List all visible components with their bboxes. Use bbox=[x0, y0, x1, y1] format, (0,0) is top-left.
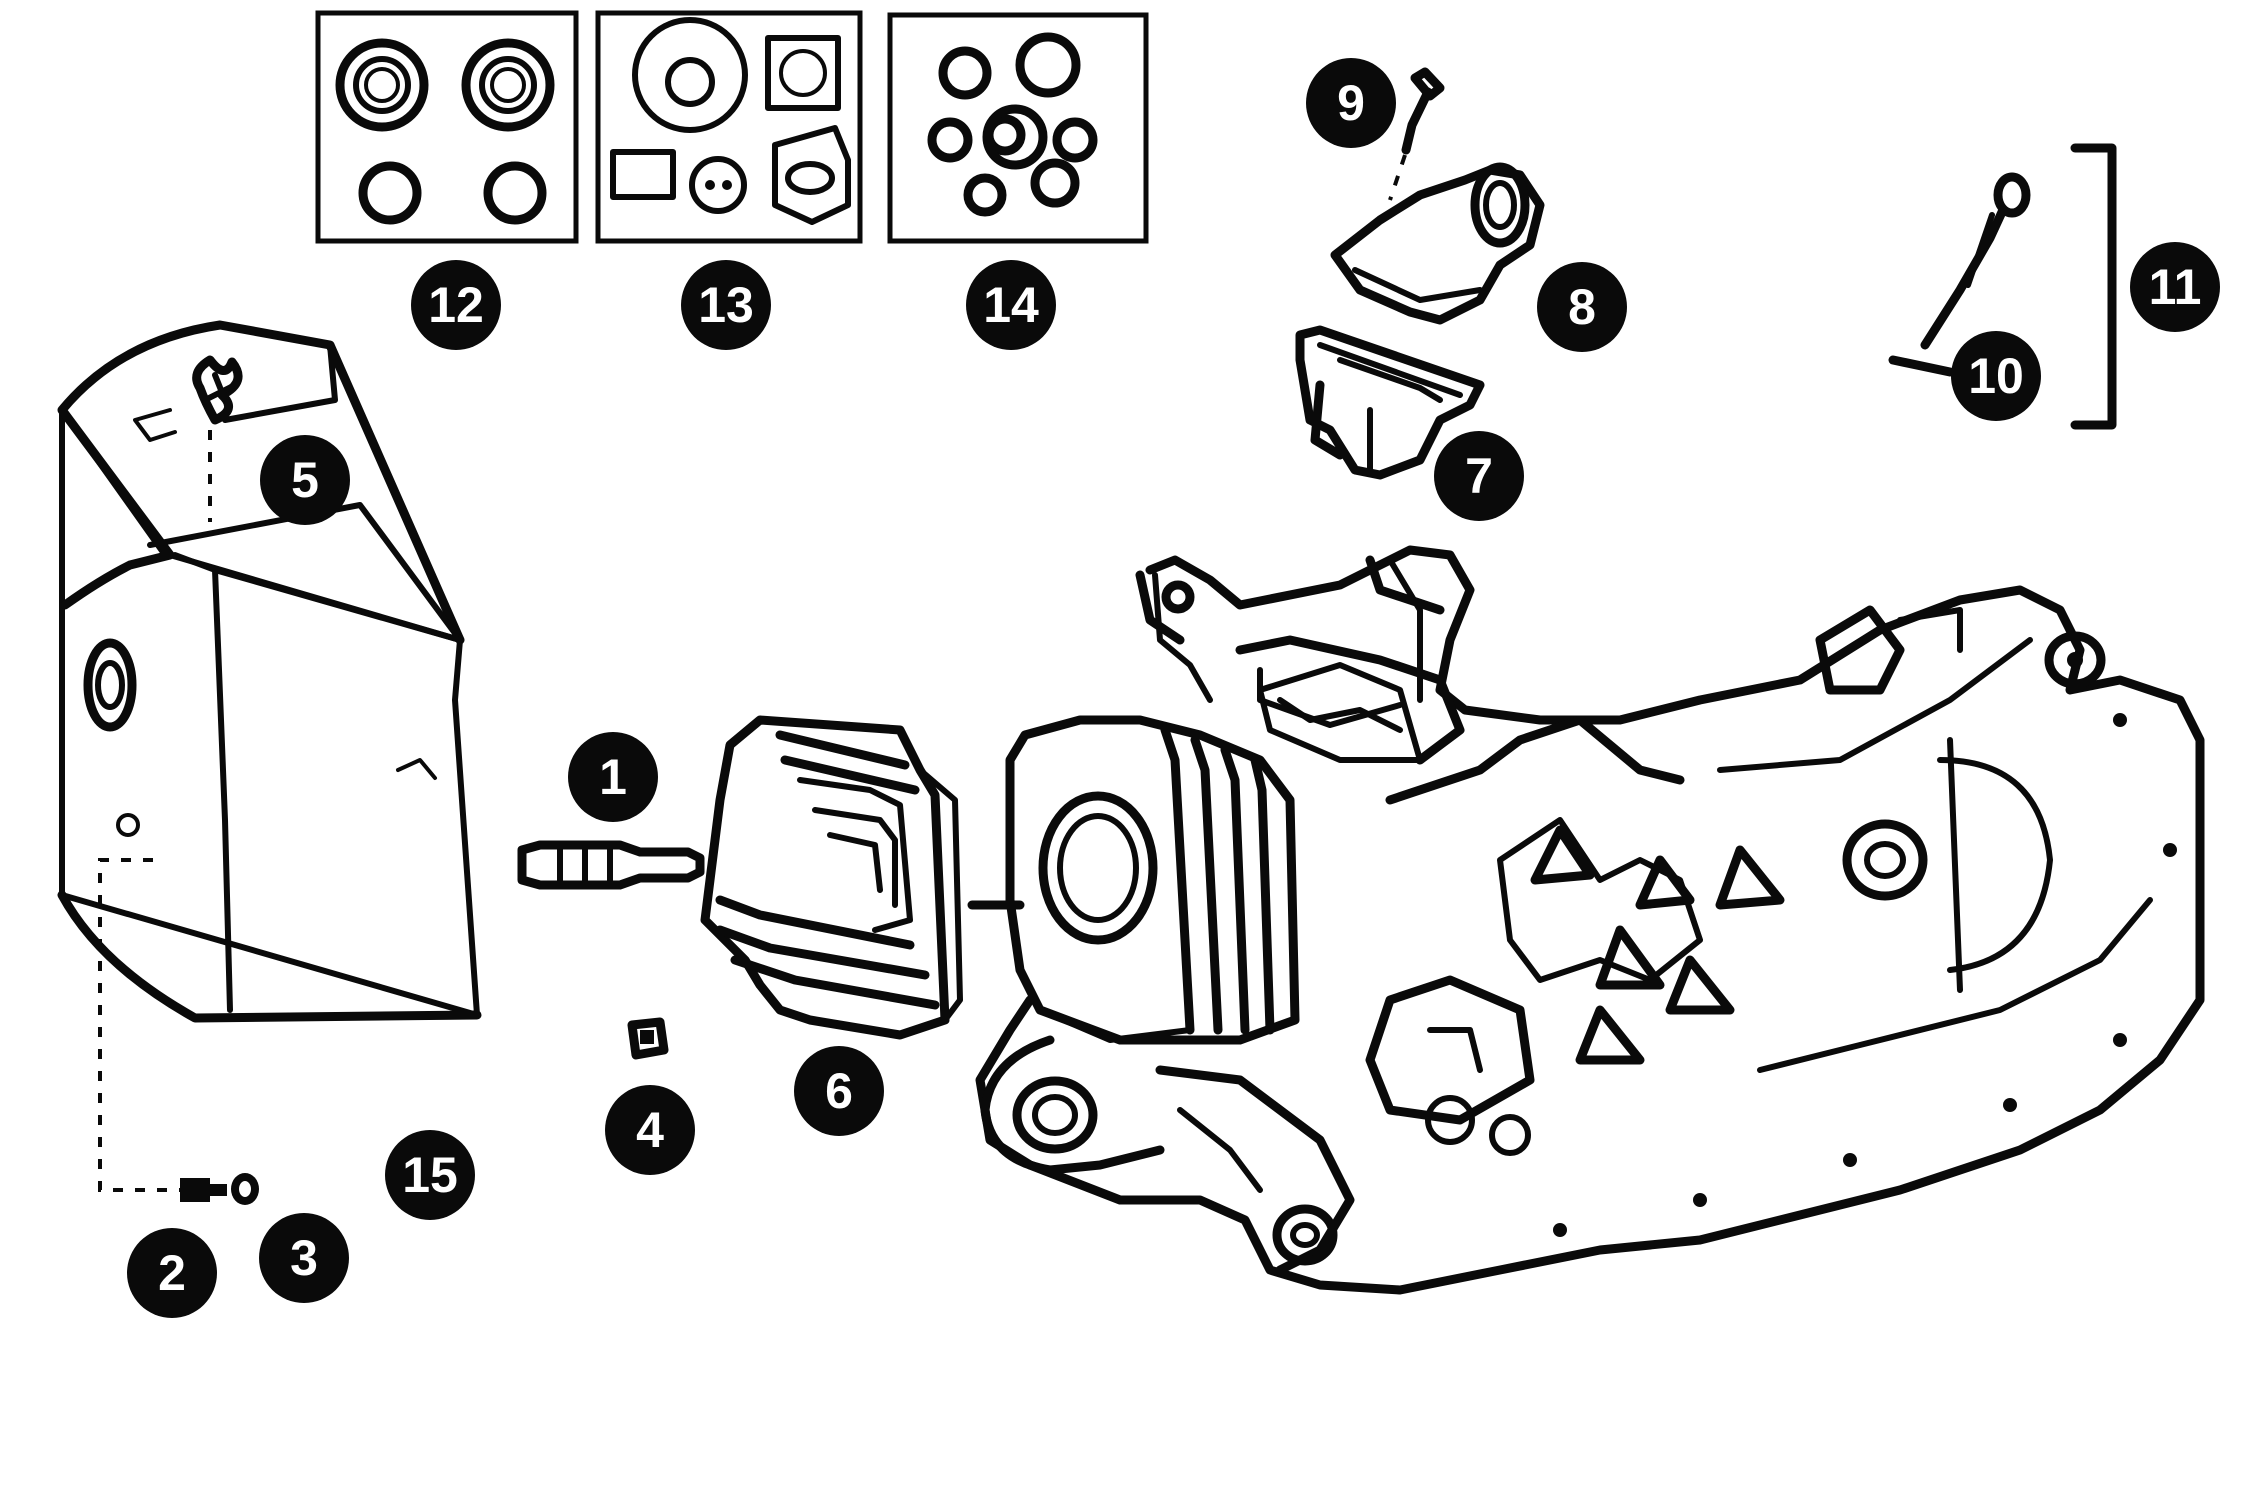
callout-14: 14 bbox=[966, 260, 1056, 350]
intake-manifold-drawing bbox=[1330, 162, 1545, 325]
kit-box-14 bbox=[887, 12, 1149, 244]
callout-6: 6 bbox=[794, 1046, 884, 1136]
callout-10-label: 10 bbox=[1968, 348, 2024, 404]
cylinder-drawing bbox=[967, 715, 1300, 1045]
callout-3: 3 bbox=[259, 1213, 349, 1303]
callout-11-label: 11 bbox=[2149, 259, 2202, 315]
cylinder-head-drawing bbox=[700, 715, 963, 1040]
callout-4-label: 4 bbox=[636, 1102, 664, 1158]
kit-box-12 bbox=[315, 10, 579, 244]
callout-14-label: 14 bbox=[983, 277, 1039, 333]
nut-drawing bbox=[627, 1017, 669, 1060]
callout-6-label: 6 bbox=[825, 1063, 853, 1119]
callout-13: 13 bbox=[681, 260, 771, 350]
spark-plug-drawing bbox=[517, 840, 705, 890]
reed-valve-drawing bbox=[1295, 325, 1485, 480]
callout-12-label: 12 bbox=[428, 277, 484, 333]
callout-2-label: 2 bbox=[158, 1245, 186, 1301]
callout-15-label: 15 bbox=[402, 1147, 458, 1203]
callout-7: 7 bbox=[1434, 431, 1524, 521]
callout-10: 10 bbox=[1951, 331, 2041, 421]
callout-1: 1 bbox=[568, 732, 658, 822]
cylinder-cowl-drawing bbox=[57, 320, 482, 1023]
callout-5: 5 bbox=[260, 435, 350, 525]
callout-2: 2 bbox=[127, 1228, 217, 1318]
clip-drawing bbox=[192, 355, 243, 522]
screw-drawing bbox=[98, 858, 259, 1205]
callout-8: 8 bbox=[1537, 262, 1627, 352]
callout-13-label: 13 bbox=[698, 277, 754, 333]
callout-4: 4 bbox=[605, 1085, 695, 1175]
callout-1-label: 1 bbox=[599, 749, 627, 805]
callout-3-label: 3 bbox=[290, 1230, 318, 1286]
crankcase-drawing bbox=[975, 545, 2205, 1295]
kit-box-13 bbox=[595, 10, 863, 244]
callout-9: 9 bbox=[1306, 58, 1396, 148]
callout-8-label: 8 bbox=[1568, 279, 1596, 335]
dipstick-drawing bbox=[1888, 143, 2117, 430]
callout-7-label: 7 bbox=[1465, 448, 1493, 504]
callout-12: 12 bbox=[411, 260, 501, 350]
callout-15: 15 bbox=[385, 1130, 475, 1220]
callout-9-label: 9 bbox=[1337, 75, 1365, 131]
callout-11: 11 bbox=[2130, 242, 2220, 332]
manifold-screw-drawing bbox=[1388, 67, 1445, 201]
callout-5-label: 5 bbox=[291, 452, 319, 508]
